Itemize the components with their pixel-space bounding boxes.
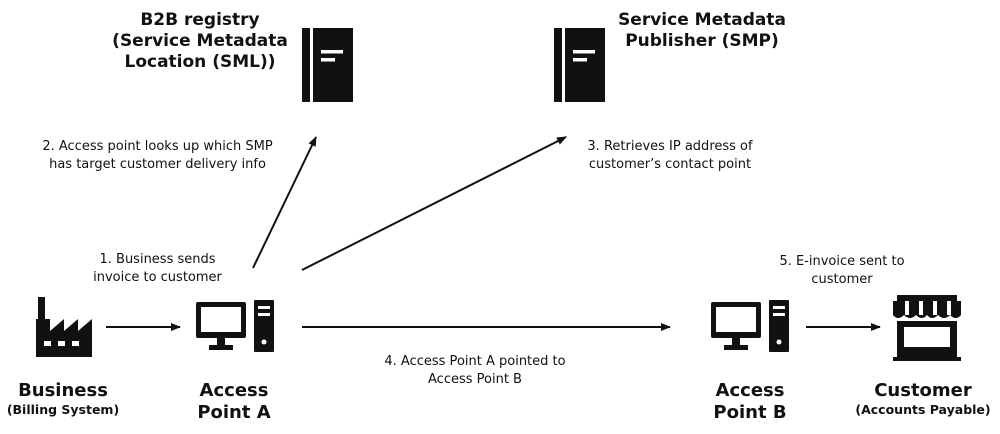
customer-name: Customer	[874, 380, 972, 401]
step-4-line: 4. Access Point A pointed to	[384, 354, 566, 369]
sml-title: B2B registry (Service Metadata Location …	[100, 10, 300, 73]
server-icon	[302, 28, 353, 102]
step-5-label: 5. E-invoice sent to customer	[762, 253, 922, 289]
sml-title-line: B2B registry	[140, 10, 260, 30]
business-label: Business (Billing System)	[0, 380, 126, 418]
factory-icon	[36, 297, 92, 357]
access-point-b-label: Access Point B	[700, 380, 800, 424]
smp-title: Service Metadata Publisher (SMP)	[612, 10, 792, 52]
server-icon	[554, 28, 605, 102]
arrow-ap-a-to-sml	[252, 136, 317, 269]
access-point-b-line: Point B	[713, 402, 787, 423]
step-5-line: customer	[811, 272, 873, 287]
step-1-line: 1. Business sends	[99, 252, 216, 267]
step-3-line: customer’s contact point	[588, 157, 752, 172]
customer-label: Customer (Accounts Payable)	[850, 380, 996, 418]
step-5-line: 5. E-invoice sent to	[779, 254, 905, 269]
business-subtitle: (Billing System)	[6, 402, 120, 417]
step-4-label: 4. Access Point A pointed to Access Poin…	[370, 353, 580, 389]
arrow-ap-a-to-smp	[301, 136, 567, 271]
step-4-line: Access Point B	[428, 372, 522, 387]
computer-icon	[711, 300, 789, 352]
smp-title-line: Service Metadata	[618, 10, 786, 30]
step-3-line: 3. Retrieves IP address of	[587, 139, 753, 154]
step-2-line: has target customer delivery info	[49, 157, 266, 172]
access-point-a-label: Access Point A	[184, 380, 284, 424]
storefront-icon	[893, 295, 961, 361]
smp-title-line: Publisher (SMP)	[625, 31, 779, 51]
step-1-line: invoice to customer	[93, 270, 222, 285]
step-2-label: 2. Access point looks up which SMP has t…	[20, 138, 295, 174]
step-2-line: 2. Access point looks up which SMP	[42, 139, 273, 154]
access-point-a-line: Access	[199, 380, 269, 401]
customer-subtitle: (Accounts Payable)	[855, 402, 991, 417]
access-point-a-line: Point A	[197, 402, 271, 423]
sml-title-line: (Service Metadata	[112, 31, 288, 51]
access-point-b-line: Access	[715, 380, 785, 401]
sml-title-line: Location (SML))	[124, 52, 276, 72]
step-3-label: 3. Retrieves IP address of customer’s co…	[570, 138, 770, 174]
computer-icon	[196, 300, 274, 352]
step-1-label: 1. Business sends invoice to customer	[70, 251, 245, 287]
business-name: Business	[18, 380, 108, 401]
